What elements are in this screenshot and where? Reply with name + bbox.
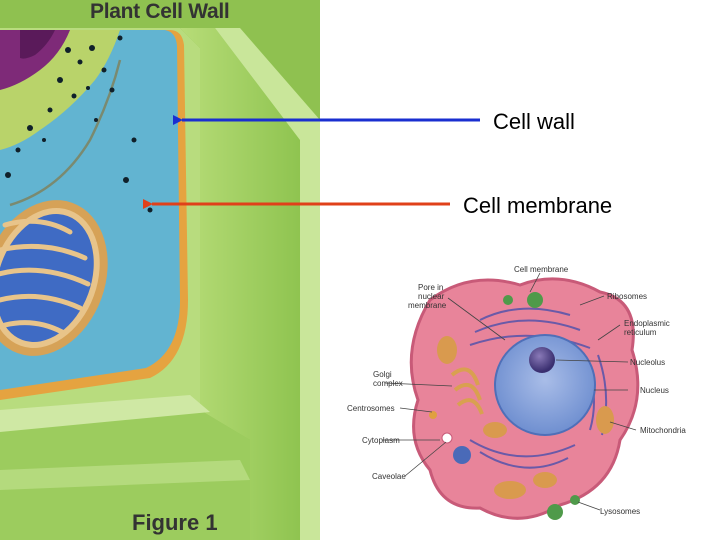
nucleolus	[529, 347, 555, 373]
centrosome	[429, 411, 437, 419]
vacuole-dark	[20, 30, 55, 59]
animal-label-cytoplasm: Cytoplasm	[362, 436, 400, 445]
wall-edge-highlight	[215, 28, 320, 540]
mitochondrion	[0, 200, 108, 356]
vacuole-purple	[0, 30, 70, 90]
animal-label-er-1: Endoplasmic	[624, 319, 670, 328]
caveola	[441, 432, 453, 444]
plant-cell-illustration	[0, 0, 320, 540]
golgi-complex	[450, 367, 484, 415]
animal-label-ribosomes: Ribosomes	[607, 292, 648, 301]
animal-label-pore-1: Pore in	[418, 283, 444, 292]
animal-label-mitochondria: Mitochondria	[640, 426, 686, 435]
animal-label-golgi-1: Golgi	[373, 370, 392, 379]
cell-membrane-label: Cell membrane	[463, 193, 613, 218]
wall-bottom-stripe	[0, 460, 250, 490]
animal-label-lysosomes: Lysosomes	[600, 507, 641, 516]
vesicle	[503, 295, 513, 305]
vesicle	[527, 292, 543, 308]
animal-label-pore-3: membrane	[408, 301, 447, 310]
animal-label-nucleolus: Nucleolus	[630, 358, 666, 367]
er-strand	[9, 59, 122, 207]
animal-label-golgi-2: complex	[373, 379, 403, 388]
label-leader-lines	[382, 272, 637, 511]
figure-caption: Figure 1	[132, 510, 218, 535]
animal-label-nucleus: Nucleus	[640, 386, 669, 395]
plant-cell-title: Plant Cell Wall	[90, 0, 230, 23]
wall-bottom-edge	[0, 395, 210, 432]
animal-label-er-2: reticulum	[624, 328, 657, 337]
ribosome-dots	[5, 35, 153, 213]
cell-wall-label: Cell wall	[493, 109, 575, 134]
animal-mitochondria	[437, 336, 614, 499]
animal-label-caveolae: Caveolae	[372, 472, 406, 481]
lysosome	[547, 504, 563, 520]
animal-label-centrosomes: Centrosomes	[347, 404, 395, 413]
animal-cell-illustration	[382, 272, 640, 520]
animal-label-cell-membrane: Cell membrane	[514, 265, 569, 274]
lysosome	[453, 446, 471, 464]
lysosome	[570, 495, 580, 505]
animal-label-pore-2: nuclear	[418, 292, 445, 301]
